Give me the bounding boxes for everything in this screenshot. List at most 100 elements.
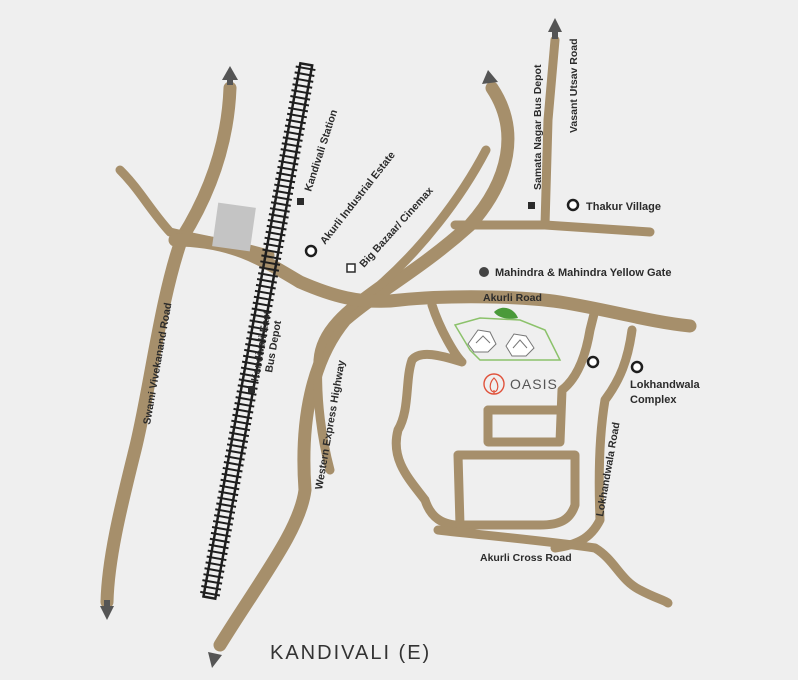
railway-sleeper xyxy=(202,579,223,585)
railway-sleepers xyxy=(200,65,316,597)
local-road-grid-south xyxy=(453,405,580,530)
railway-sleeper xyxy=(229,431,250,438)
landmark-markers xyxy=(248,198,644,393)
railway-sleeper xyxy=(264,236,285,243)
arrow-down-icon xyxy=(100,606,114,620)
railway-sleeper xyxy=(294,71,315,77)
railway-sleeper xyxy=(275,177,296,184)
building-icon xyxy=(467,329,497,353)
hollow-square-marker-icon xyxy=(346,263,356,273)
railway-sleeper xyxy=(283,130,304,136)
kandivali-station-building xyxy=(212,202,256,252)
railway-sleeper xyxy=(200,590,221,597)
railway-sleeper xyxy=(227,437,248,443)
railway-sleeper xyxy=(262,248,283,255)
project-boundary xyxy=(453,317,562,361)
building-icon xyxy=(505,333,535,357)
railway-sleeper xyxy=(225,449,246,455)
railway-sleeper xyxy=(206,555,227,562)
railway-sleeper xyxy=(218,490,239,497)
railway-sleeper xyxy=(223,461,244,467)
local-road-west xyxy=(391,300,475,530)
akurli-cross-road xyxy=(433,525,673,608)
railway-sleeper xyxy=(271,195,292,201)
western-express-highway-lane xyxy=(313,145,491,475)
dot-marker-icon xyxy=(479,267,489,277)
railway-sleeper xyxy=(247,331,268,337)
railway-sleeper xyxy=(267,219,288,225)
railway-sleeper xyxy=(230,425,251,432)
railway-sleeper xyxy=(295,65,316,72)
oasis-logo-icon xyxy=(483,373,505,395)
railway-sleeper xyxy=(219,484,240,491)
railway-sleeper xyxy=(246,337,267,343)
railway-sleeper xyxy=(220,478,241,485)
railway-sleeper xyxy=(289,100,310,107)
railway-sleeper xyxy=(273,189,294,196)
ring-marker-icon xyxy=(566,198,580,212)
railway-sleeper xyxy=(250,313,271,319)
arrow-up-icon xyxy=(548,18,562,32)
lokhandwala-road xyxy=(550,325,637,553)
railway-sleeper xyxy=(216,502,237,508)
railway-sleeper xyxy=(232,413,253,420)
railway-sleeper xyxy=(256,278,277,284)
label-akurli-road: Akurli Road xyxy=(483,292,542,304)
railway-sleeper xyxy=(265,230,286,237)
swami-vivekanand-road xyxy=(100,81,237,609)
railway-sleeper xyxy=(208,543,229,550)
railway-sleeper xyxy=(217,496,238,503)
railway-sleeper xyxy=(234,402,255,408)
railway-sleeper xyxy=(249,319,270,325)
label-lokhandwala-complex-line1: Lokhandwala xyxy=(630,379,701,391)
railway-sleeper xyxy=(242,354,264,361)
railway-rails xyxy=(202,61,314,601)
railway-sleeper xyxy=(290,95,311,101)
railway-sleeper xyxy=(292,83,313,89)
railway-sleeper xyxy=(222,466,243,473)
railway-sleeper xyxy=(207,549,228,556)
railway-sleeper xyxy=(231,419,252,426)
railway-sleeper xyxy=(288,106,309,113)
railway-sleeper xyxy=(274,183,295,190)
railway-sleeper xyxy=(268,213,289,219)
railway-sleeper xyxy=(239,372,260,379)
railway-sleeper xyxy=(286,112,307,119)
square-marker-icon xyxy=(297,198,304,205)
railway-sleeper xyxy=(248,325,269,331)
railway-sleeper xyxy=(204,567,225,573)
railway-line xyxy=(200,61,316,601)
railway-sleeper xyxy=(279,154,300,160)
railway-sleeper xyxy=(214,514,235,520)
railway-sleeper xyxy=(291,89,312,95)
railway-sleeper xyxy=(259,266,280,272)
railway-sleeper xyxy=(244,348,265,355)
railway-sleeper xyxy=(280,148,301,154)
roads xyxy=(100,35,697,652)
railway-sleeper xyxy=(281,142,302,148)
railway-sleeper xyxy=(255,283,276,290)
oasis-project: OASIS xyxy=(453,307,562,395)
railway-sleeper xyxy=(224,455,245,461)
railway-sleeper xyxy=(203,573,224,579)
ring-marker-icon xyxy=(630,360,644,374)
railway-sleeper xyxy=(254,289,275,296)
vasant-utsav-road xyxy=(540,35,560,230)
western-express-highway xyxy=(213,81,515,652)
railway-sleeper xyxy=(253,295,274,302)
arrow-up-stem xyxy=(227,79,233,85)
railway-sleeper xyxy=(221,472,242,479)
label-vasant-utsav-road: Vasant Utsav Road xyxy=(568,38,580,133)
railway-sleeper xyxy=(210,531,231,538)
project-name: OASIS xyxy=(510,376,558,392)
railway-sleeper xyxy=(261,254,282,260)
railway-sleeper xyxy=(235,396,256,402)
arrow-up-icon xyxy=(222,66,238,80)
square-marker-icon xyxy=(528,202,535,209)
railway-sleeper xyxy=(276,171,297,178)
label-mahindra: Mahindra & Mahindra Yellow Gate xyxy=(495,267,671,279)
railway-sleeper xyxy=(238,378,259,384)
arrow-up-icon xyxy=(482,70,498,84)
railway-sleeper xyxy=(251,307,272,314)
railway-sleeper xyxy=(260,260,281,266)
